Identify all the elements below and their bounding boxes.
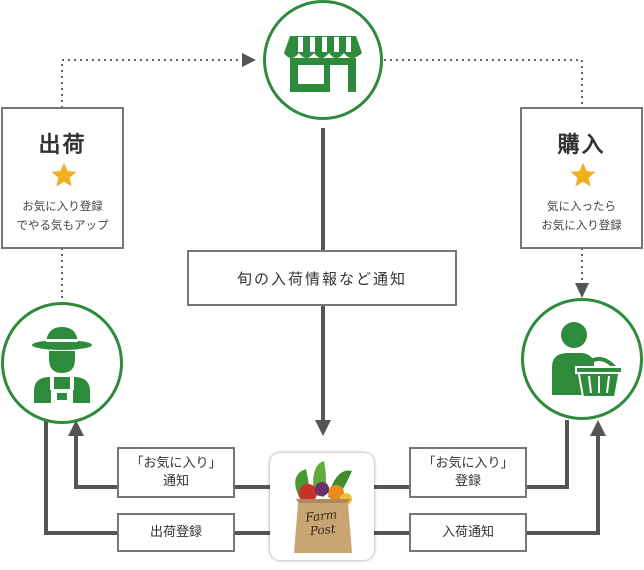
store-scallops bbox=[284, 53, 362, 58]
shipping-description: お気に入り登録 でやる気もアップ bbox=[3, 197, 122, 235]
dotted-path-store-to-purchase bbox=[378, 59, 583, 108]
produce-purple bbox=[315, 482, 329, 496]
shipping-title: 出荷 bbox=[38, 133, 87, 158]
arrival-notice-box: 入荷通知 bbox=[409, 513, 527, 552]
overall-strap-left bbox=[50, 377, 54, 390]
star-icon bbox=[570, 162, 596, 187]
bag-body bbox=[294, 503, 352, 553]
customer-basket-icon bbox=[552, 322, 623, 398]
favorite-registration-line1: 「お気に入り」 bbox=[422, 455, 514, 471]
purchase-description: 気に入ったら お気に入り登録 bbox=[522, 197, 641, 235]
customer-head bbox=[561, 322, 587, 348]
shipping-registration-label: 出荷登録 bbox=[149, 524, 202, 540]
grocery-bag-icon bbox=[294, 461, 352, 553]
purchase-title: 購入 bbox=[557, 133, 606, 158]
shipping-desc-line1: お気に入り登録 bbox=[22, 199, 103, 213]
shipping-registration-box: 出荷登録 bbox=[117, 513, 235, 552]
overall-pocket bbox=[57, 393, 67, 400]
favorite-notice-label: 「お気に入り」 通知 bbox=[119, 449, 233, 496]
arrowhead-into-farmer-favorite bbox=[68, 420, 84, 436]
star-icon bbox=[51, 162, 77, 187]
farmer-circle bbox=[1, 302, 123, 424]
store-circle bbox=[263, 0, 383, 120]
favorite-registration-label: 「お気に入り」 登録 bbox=[411, 449, 525, 496]
awning-stripes bbox=[298, 37, 351, 52]
hat-crown bbox=[46, 327, 78, 345]
center-notice-label: 旬の入荷情報など通知 bbox=[236, 269, 407, 288]
arrival-notice-label: 入荷通知 bbox=[441, 524, 494, 540]
store-window bbox=[298, 65, 324, 84]
basket-slats bbox=[588, 375, 610, 394]
customer-circle bbox=[521, 298, 643, 420]
store-door bbox=[330, 65, 348, 92]
basket-rim bbox=[575, 366, 623, 374]
farm-post-logo: Farm Post bbox=[270, 453, 374, 560]
arrowhead-into-logo bbox=[315, 420, 331, 436]
dotted-path-shipping-to-store bbox=[61, 59, 242, 108]
favorite-notice-box: 「お気に入り」 通知 bbox=[117, 447, 235, 498]
arrowhead-into-store bbox=[242, 53, 256, 67]
arrowhead-into-customer bbox=[575, 283, 589, 298]
favorite-notice-line2: 通知 bbox=[162, 473, 189, 489]
favorite-registration-box: 「お気に入り」 登録 bbox=[409, 447, 527, 498]
arrowhead-into-customer-arrival bbox=[590, 420, 606, 436]
dotted-connectors bbox=[61, 59, 583, 302]
farmer-face bbox=[49, 351, 75, 373]
shipping-desc-line2: でやる気もアップ bbox=[16, 218, 109, 232]
overall-strap-right bbox=[70, 377, 74, 390]
purchase-box: 購入 気に入ったら お気に入り登録 bbox=[520, 107, 643, 249]
produce-orange bbox=[328, 485, 344, 501]
hat-band bbox=[46, 339, 78, 342]
purchase-desc-line1: 気に入ったら bbox=[547, 199, 616, 213]
purchase-desc-line2: お気に入り登録 bbox=[541, 218, 622, 232]
favorite-notice-line1: 「お気に入り」 bbox=[130, 455, 222, 471]
farmer-icon bbox=[32, 327, 92, 403]
center-notice-box: 旬の入荷情報など通知 bbox=[187, 250, 457, 306]
produce-red bbox=[299, 484, 317, 502]
store-icon bbox=[284, 36, 362, 92]
favorite-registration-line2: 登録 bbox=[454, 473, 481, 489]
shipping-box: 出荷 お気に入り登録 でやる気もアップ bbox=[1, 107, 124, 249]
